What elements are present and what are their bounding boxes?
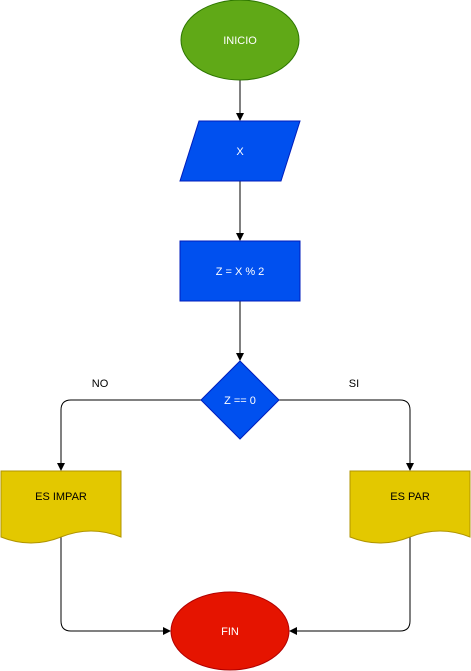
arrowhead [236, 353, 244, 361]
input-label: X [236, 146, 244, 158]
edge-label-yes: SI [349, 378, 359, 390]
arrowhead [163, 627, 171, 635]
odd-document-shape [0, 470, 122, 544]
odd-label: ES IMPAR [35, 491, 87, 503]
decision-node: Z == 0 [200, 360, 280, 440]
even-node: ES PAR [349, 470, 471, 544]
edges [57, 80, 414, 635]
arrowhead [289, 627, 297, 635]
start-label: INICIO [223, 35, 257, 47]
start-node: INICIO [180, 0, 300, 81]
end-node: FIN [170, 591, 290, 671]
edge-even-end [296, 537, 411, 632]
end-label: FIN [221, 626, 239, 638]
process-rect [179, 240, 301, 302]
edge-label-no: NO [92, 378, 109, 390]
odd-node: ES IMPAR [0, 470, 122, 544]
decision-diamond [200, 360, 280, 440]
edge-decision-odd [60, 399, 201, 464]
even-document-shape [349, 470, 471, 544]
process-label: Z = X % 2 [216, 266, 265, 278]
input-node: X [179, 120, 301, 182]
edge-odd-end [60, 537, 164, 632]
decision-label: Z == 0 [224, 395, 256, 407]
input-parallelogram [179, 120, 301, 182]
start-ellipse [180, 0, 300, 81]
process-node: Z = X % 2 [179, 240, 301, 302]
arrowhead [406, 463, 414, 471]
arrowhead [236, 113, 244, 121]
even-label: ES PAR [390, 491, 430, 503]
edge-decision-even [279, 399, 411, 464]
end-ellipse [170, 591, 290, 671]
arrowhead [236, 233, 244, 241]
arrowhead [57, 463, 65, 471]
